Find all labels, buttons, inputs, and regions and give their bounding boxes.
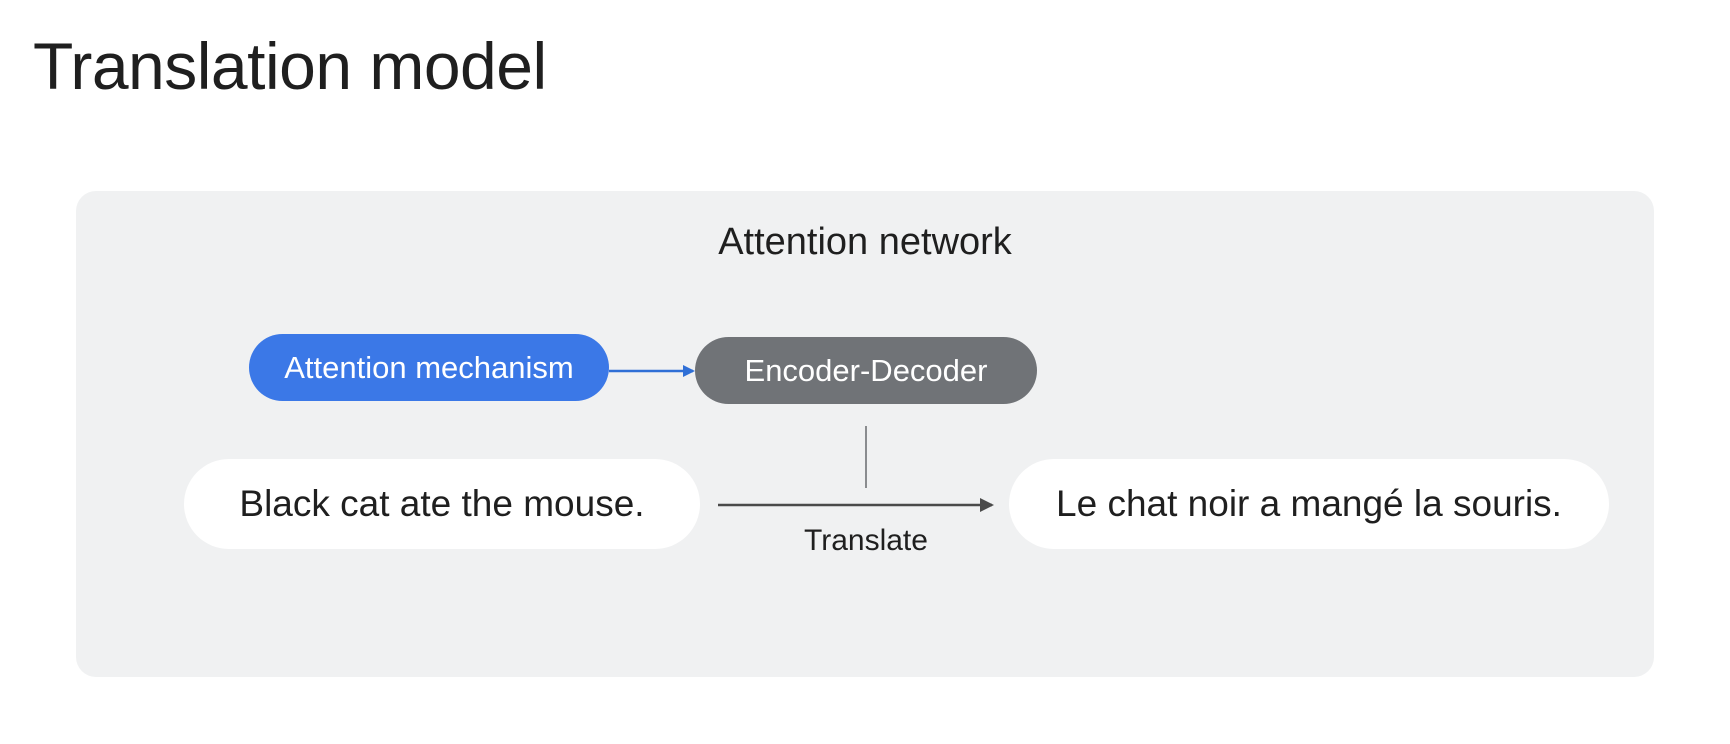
encoder-decoder-node: Encoder-Decoder bbox=[695, 337, 1037, 404]
attention-network-panel: Attention network Attention mechanism En… bbox=[76, 191, 1654, 677]
attention-network-title: Attention network bbox=[718, 221, 1012, 263]
attention-mechanism-node: Attention mechanism bbox=[249, 334, 609, 401]
target-sentence-node: Le chat noir a mangé la souris. bbox=[1009, 459, 1609, 549]
source-sentence-node: Black cat ate the mouse. bbox=[184, 459, 700, 549]
page-title: Translation model bbox=[33, 29, 547, 103]
translate-label: Translate bbox=[804, 524, 928, 557]
